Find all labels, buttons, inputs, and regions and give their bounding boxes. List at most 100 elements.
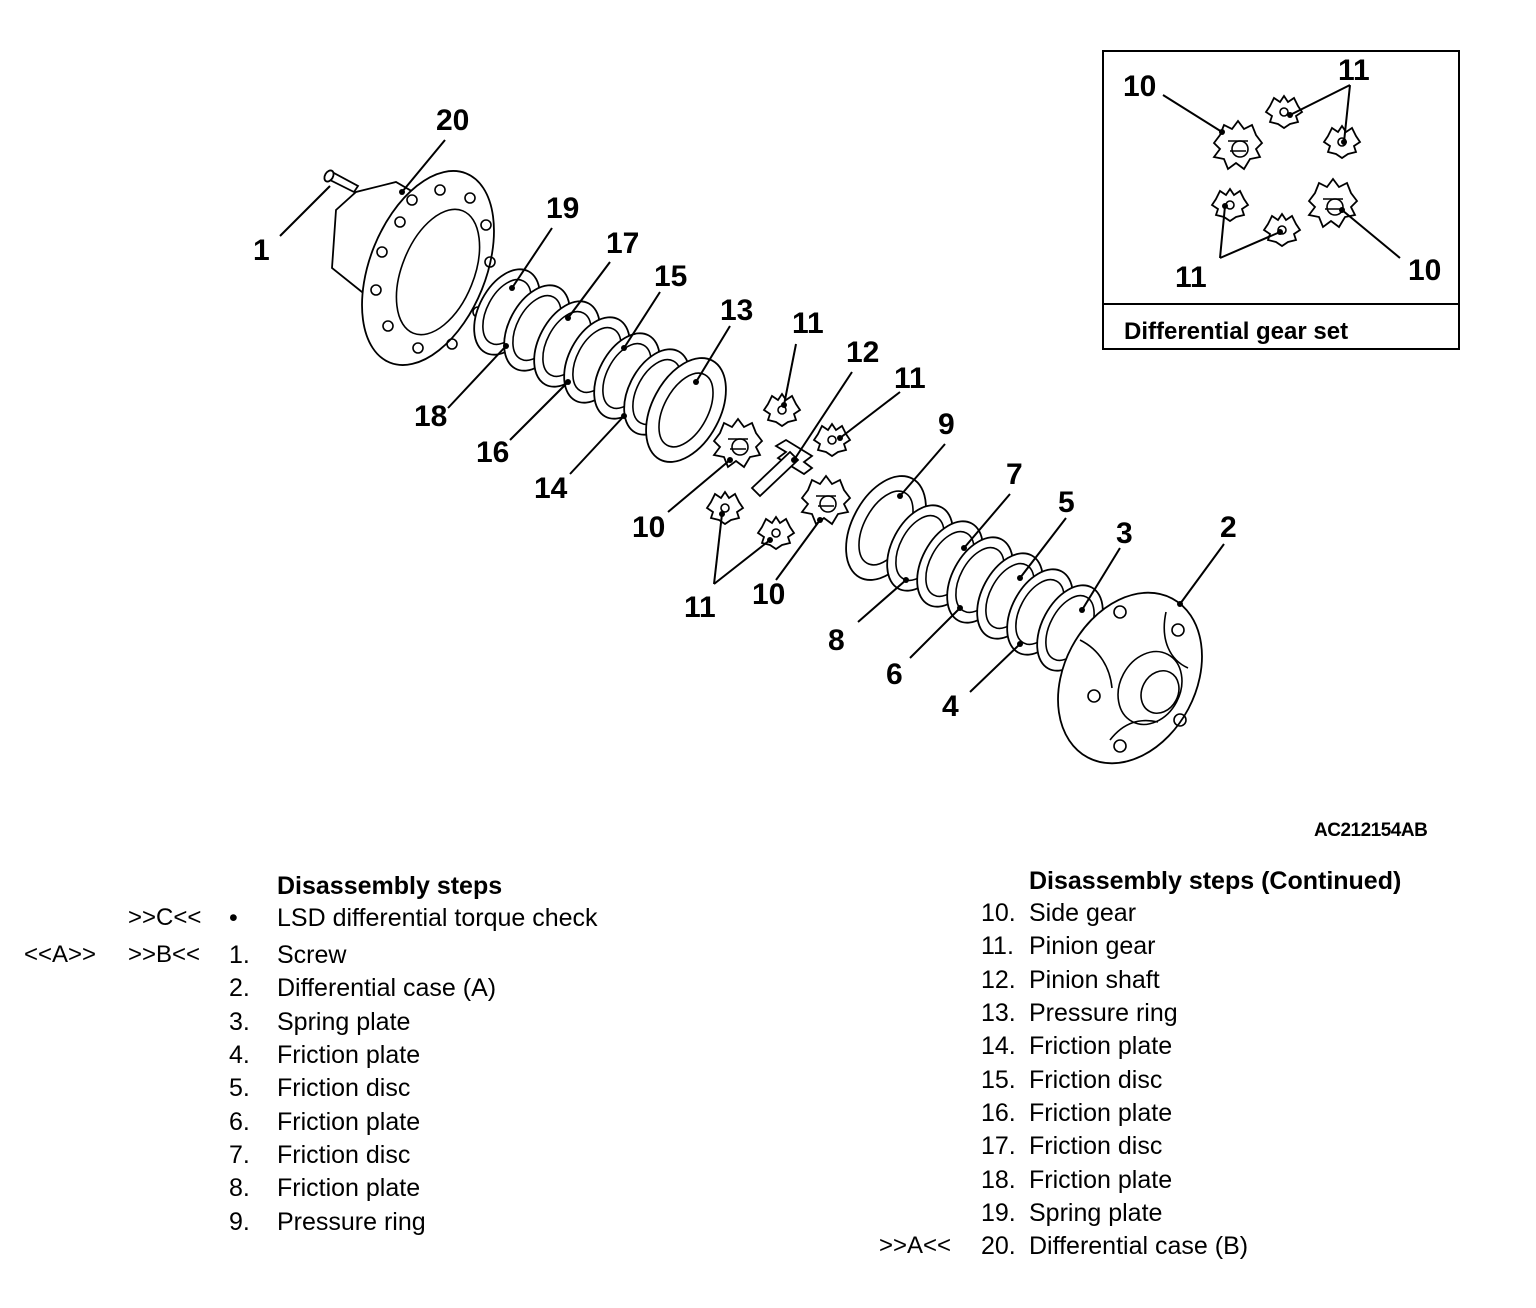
inset-box: Differential gear set 10 11 11 10 (1102, 50, 1460, 350)
step-number: 1. (229, 941, 250, 969)
step-text: Pinion gear (1029, 932, 1156, 960)
step-text: Friction plate (277, 1108, 421, 1136)
callout-6: 6 (886, 658, 903, 691)
step-number: 20. (981, 1232, 1016, 1260)
step-row-left: 3. Spring plate (0, 1008, 700, 1041)
callout-18: 18 (414, 400, 447, 433)
callout-15: 15 (654, 260, 687, 293)
side-gear-left (713, 418, 763, 468)
leader-dots (399, 189, 1183, 647)
callout-7: 7 (1006, 458, 1023, 491)
step-text: Spring plate (1029, 1199, 1163, 1227)
step-row-left: <<A>>>>B<<1.Screw (0, 941, 700, 974)
step-row-right: 10. Side gear (0, 899, 1500, 932)
screw (323, 169, 360, 194)
step-row-right: 16. Friction plate (0, 1099, 1500, 1132)
figure-id: AC212154AB (1314, 820, 1428, 841)
step-text: Friction disc (277, 1141, 411, 1169)
step-text: Pinion shaft (1029, 966, 1160, 994)
step-row-right: 19. Spring plate (0, 1199, 1500, 1232)
callout-16: 16 (476, 436, 509, 469)
step-row-right: >>A<< 20. Differential case (B) (0, 1232, 1500, 1265)
callout-8: 8 (828, 624, 845, 657)
step-number: 6. (229, 1108, 250, 1136)
callout-11-top: 11 (792, 307, 824, 340)
step-text: Friction plate (277, 1174, 421, 1202)
callout-4: 4 (942, 690, 959, 723)
step-text: Screw (277, 941, 347, 969)
callout-2: 2 (1220, 511, 1237, 544)
step-number: 15. (981, 1066, 1016, 1094)
inset-callout-10-upper: 10 (1123, 70, 1156, 103)
callout-20: 20 (436, 104, 469, 137)
step-text: Friction disc (1029, 1066, 1163, 1094)
step-text: Side gear (1029, 899, 1137, 927)
callout-3: 3 (1116, 517, 1133, 550)
callout-5: 5 (1058, 486, 1075, 519)
step-number: 5. (229, 1074, 250, 1102)
pressure-ring-13 (645, 357, 727, 463)
callout-13: 13 (720, 294, 753, 327)
callout-9: 9 (938, 408, 955, 441)
leader-lines (279, 139, 1225, 693)
step-number: 8. (229, 1174, 250, 1202)
step-number: 10. (981, 899, 1016, 927)
step-number: 16. (981, 1099, 1016, 1127)
inset-title: Differential gear set (1124, 318, 1348, 345)
step-number: 3. (229, 1008, 250, 1036)
step-number: 17. (981, 1132, 1016, 1160)
step-row-right: 11. Pinion gear (0, 932, 1500, 965)
step-row-right: 18. Friction plate (0, 1166, 1500, 1199)
step-number: 18. (981, 1166, 1016, 1194)
step-text: Spring plate (277, 1008, 411, 1036)
callout-numbers: 1 20 19 17 15 13 11 12 11 9 7 5 3 2 18 1… (253, 104, 1237, 723)
step-row-right: 14. Friction plate (0, 1032, 1500, 1065)
steps-left-title: Disassembly steps (277, 872, 503, 900)
inset-callout-10-lower: 10 (1408, 254, 1441, 287)
inset-side-gear-lower (1308, 178, 1358, 228)
step-number: 13. (981, 999, 1016, 1027)
step-text: Differential case (A) (277, 974, 497, 1002)
step-text: Differential case (B) (1029, 1232, 1249, 1260)
callout-19: 19 (546, 192, 579, 225)
step-text: Friction plate (277, 1041, 421, 1069)
pinion-gear-right (813, 423, 851, 457)
callout-1: 1 (253, 234, 270, 267)
step-number: 4. (229, 1041, 250, 1069)
step-row-left: 9.Pressure ring (0, 1208, 700, 1241)
step-row-left: 5. Friction disc (0, 1074, 700, 1107)
callout-10-right: 10 (752, 578, 785, 611)
differential-case-b (331, 170, 496, 366)
step-text: Friction plate (1029, 1099, 1173, 1127)
step-text: Friction disc (277, 1074, 411, 1102)
differential-case-a (1057, 591, 1203, 765)
step-text: Friction plate (1029, 1032, 1173, 1060)
pinion-gear-left (706, 491, 744, 525)
callout-10-left: 10 (632, 511, 665, 544)
step-row-right: 17. Friction disc (0, 1132, 1500, 1165)
step-row-left: 4. Friction plate (0, 1041, 700, 1074)
step-row-right: 12. Pinion shaft (0, 966, 1500, 999)
step-row-left: 8. Friction plate (0, 1174, 700, 1207)
step-number: 12. (981, 966, 1016, 994)
step-number: 11. (981, 932, 1014, 960)
step-number: 2. (229, 974, 250, 1002)
step-number: 9. (229, 1208, 250, 1236)
callout-14: 14 (534, 472, 568, 505)
step-text: LSD differential torque check (277, 904, 598, 932)
callout-11-bottom: 11 (684, 591, 716, 624)
step-number: 14. (981, 1032, 1016, 1060)
step-number: 7. (229, 1141, 250, 1169)
inset-callout-11-upper: 11 (1338, 54, 1370, 87)
step-row-left: 2. Differential case (A) (0, 974, 700, 1007)
step-mark-b: >>C<< (128, 904, 202, 931)
pinion-shaft (750, 438, 814, 498)
step-text: Friction disc (1029, 1132, 1163, 1160)
callout-17: 17 (606, 227, 639, 260)
step-number: 19. (981, 1199, 1016, 1227)
step-text: Friction plate (1029, 1166, 1173, 1194)
step-mark: >>A<< (879, 1232, 952, 1259)
callout-11-right: 11 (894, 362, 926, 395)
step-row-right: 13.Pressure ring (0, 999, 1500, 1032)
